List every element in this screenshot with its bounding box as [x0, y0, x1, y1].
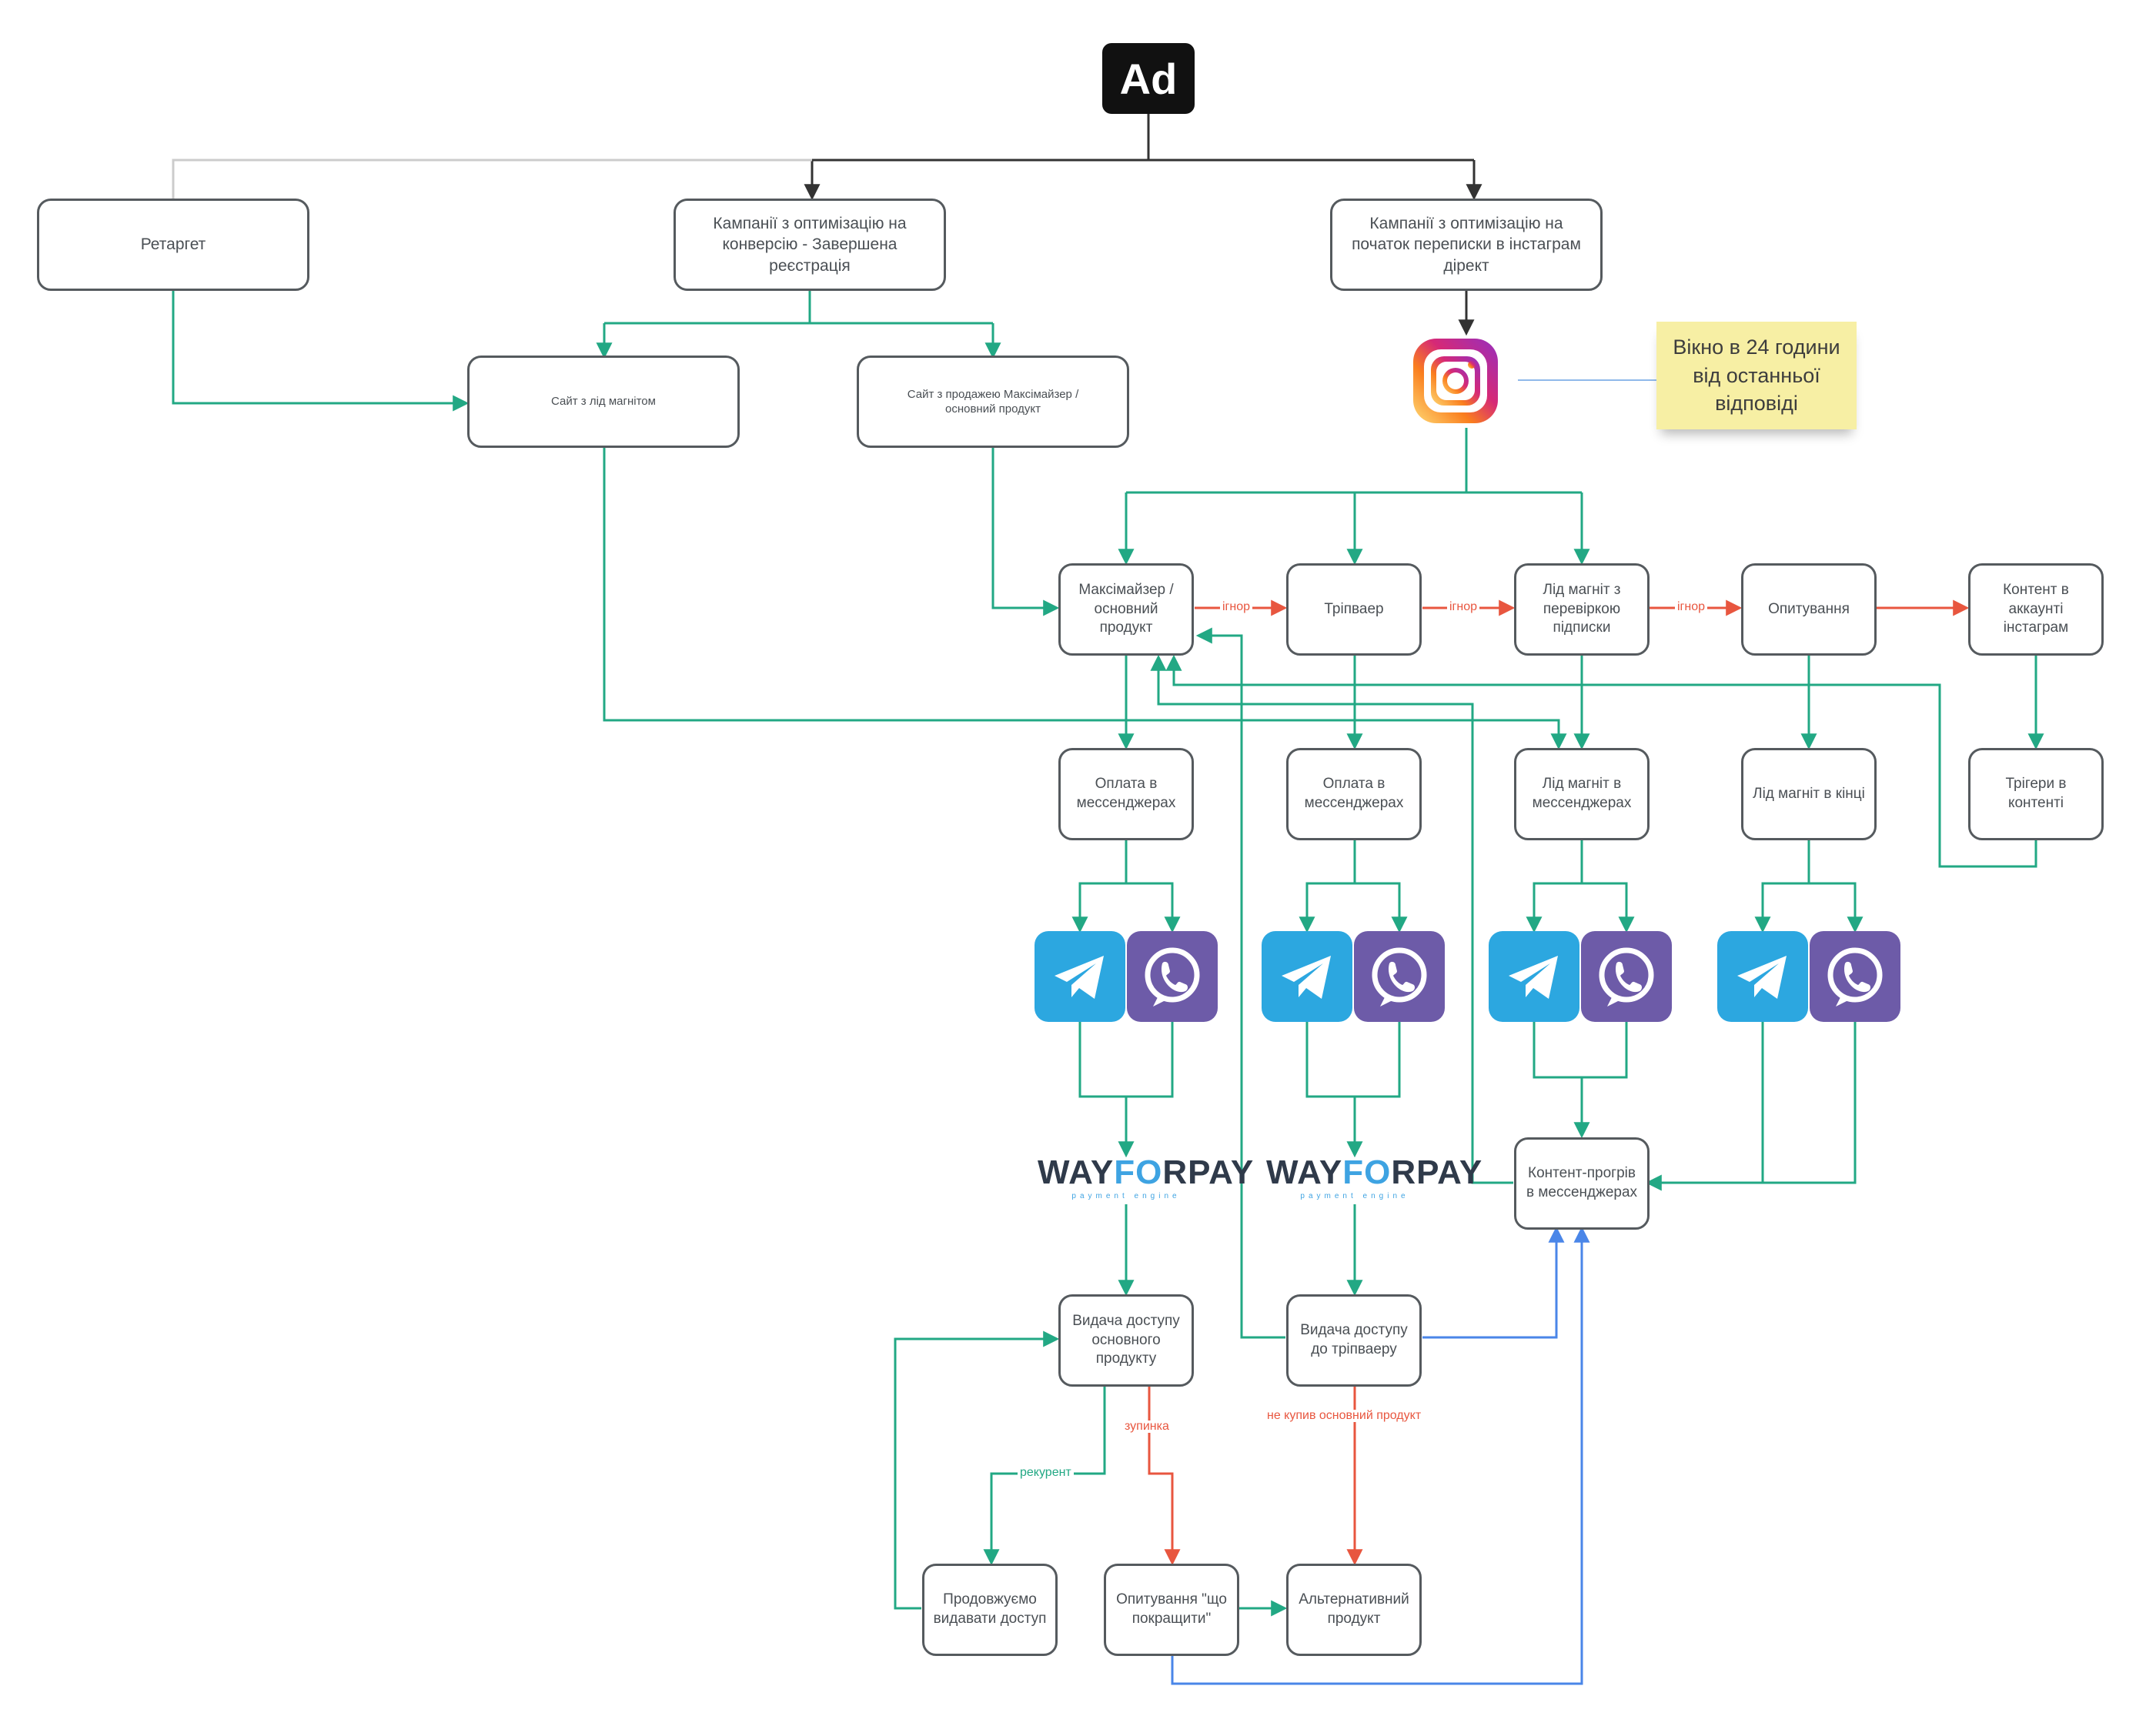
node-content-instagram[interactable]: Контент в аккаунті інстаграм — [1968, 563, 2104, 656]
edge-ad-retarget — [172, 159, 812, 199]
wfp-text-3: O — [1135, 1153, 1163, 1191]
label-stop: зупинка — [1122, 1421, 1172, 1433]
wfp-text-4: RPAY — [1391, 1153, 1483, 1191]
label-not-bought: не купив основний продукт — [1265, 1410, 1424, 1422]
wfp-text-1: WAY — [1038, 1153, 1115, 1191]
telegram-icon — [1035, 931, 1125, 1022]
node-site-sales[interactable]: Сайт з продажею Максімайзер / основний п… — [857, 356, 1129, 448]
viber-icon — [1127, 931, 1218, 1022]
node-access-main-product[interactable]: Видача доступу основного продукту — [1058, 1294, 1194, 1387]
node-content-warmup[interactable]: Контент-прогрів в мессенджерах — [1514, 1137, 1650, 1230]
edges-ad — [804, 114, 1482, 336]
node-retarget[interactable]: Ретаргет — [37, 199, 309, 291]
wfp-tagline: payment engine — [1300, 1192, 1409, 1200]
wfp-text-3: O — [1364, 1153, 1392, 1191]
label-recurrent: рекурент — [1018, 1467, 1074, 1479]
wfp-text-2: F — [1114, 1153, 1136, 1191]
wfp-text-4: RPAY — [1162, 1153, 1255, 1191]
wfp-tagline: payment engine — [1071, 1192, 1181, 1200]
wfp-text-2: F — [1342, 1153, 1365, 1191]
telegram-icon — [1489, 931, 1579, 1022]
node-campaign-chat[interactable]: Кампанії з оптимізацію на початок перепи… — [1330, 199, 1603, 291]
node-survey[interactable]: Опитування — [1741, 563, 1877, 656]
node-access-tripwire[interactable]: Видача доступу до тріпваеру — [1286, 1294, 1422, 1387]
viber-icon — [1810, 931, 1900, 1022]
node-payment-messengers-1[interactable]: Оплата в мессенджерах — [1058, 748, 1194, 840]
node-maximizer[interactable]: Максімайзер / основний продукт — [1058, 563, 1194, 656]
node-tripwire[interactable]: Тріпваер — [1286, 563, 1422, 656]
node-lead-magnet-messengers[interactable]: Лід магніт в мессенджерах — [1514, 748, 1650, 840]
sticky-note-24h-window: Вікно в 24 години від останньої відповід… — [1656, 322, 1857, 429]
label-ignore-1: ігнор — [1220, 601, 1253, 613]
telegram-icon — [1717, 931, 1808, 1022]
telegram-icon — [1262, 931, 1352, 1022]
node-triggers-content[interactable]: Трігери в контенті — [1968, 748, 2104, 840]
wayforpay-logo: WAYFORPAY payment engine — [1038, 1153, 1253, 1216]
node-survey-improve[interactable]: Опитування "що покращити" — [1104, 1564, 1239, 1656]
label-ignore-3: ігнор — [1675, 601, 1708, 613]
edges-green — [172, 291, 2044, 1617]
instagram-icon — [1413, 339, 1498, 423]
node-lead-subscription[interactable]: Лід магніт з перевіркою підписки — [1514, 563, 1650, 656]
node-payment-messengers-2[interactable]: Оплата в мессенджерах — [1286, 748, 1422, 840]
ad-badge: Ad — [1102, 43, 1195, 114]
node-site-lead-magnet[interactable]: Сайт з лід магнітом — [467, 356, 740, 448]
viber-icon — [1581, 931, 1672, 1022]
edges-blue — [1171, 1226, 1590, 1685]
label-ignore-2: ігнор — [1447, 601, 1480, 613]
node-lead-magnet-end[interactable]: Лід магніт в кінці — [1741, 748, 1877, 840]
wayforpay-logo: WAYFORPAY payment engine — [1266, 1153, 1482, 1216]
node-campaign-conversion[interactable]: Кампанії з оптимізацію на конверсію - За… — [674, 199, 946, 291]
wfp-text-1: WAY — [1266, 1153, 1343, 1191]
node-alternative-product[interactable]: Альтернативний продукт — [1286, 1564, 1422, 1656]
node-continue-access[interactable]: Продовжуємо видавати доступ — [922, 1564, 1058, 1656]
viber-icon — [1354, 931, 1445, 1022]
